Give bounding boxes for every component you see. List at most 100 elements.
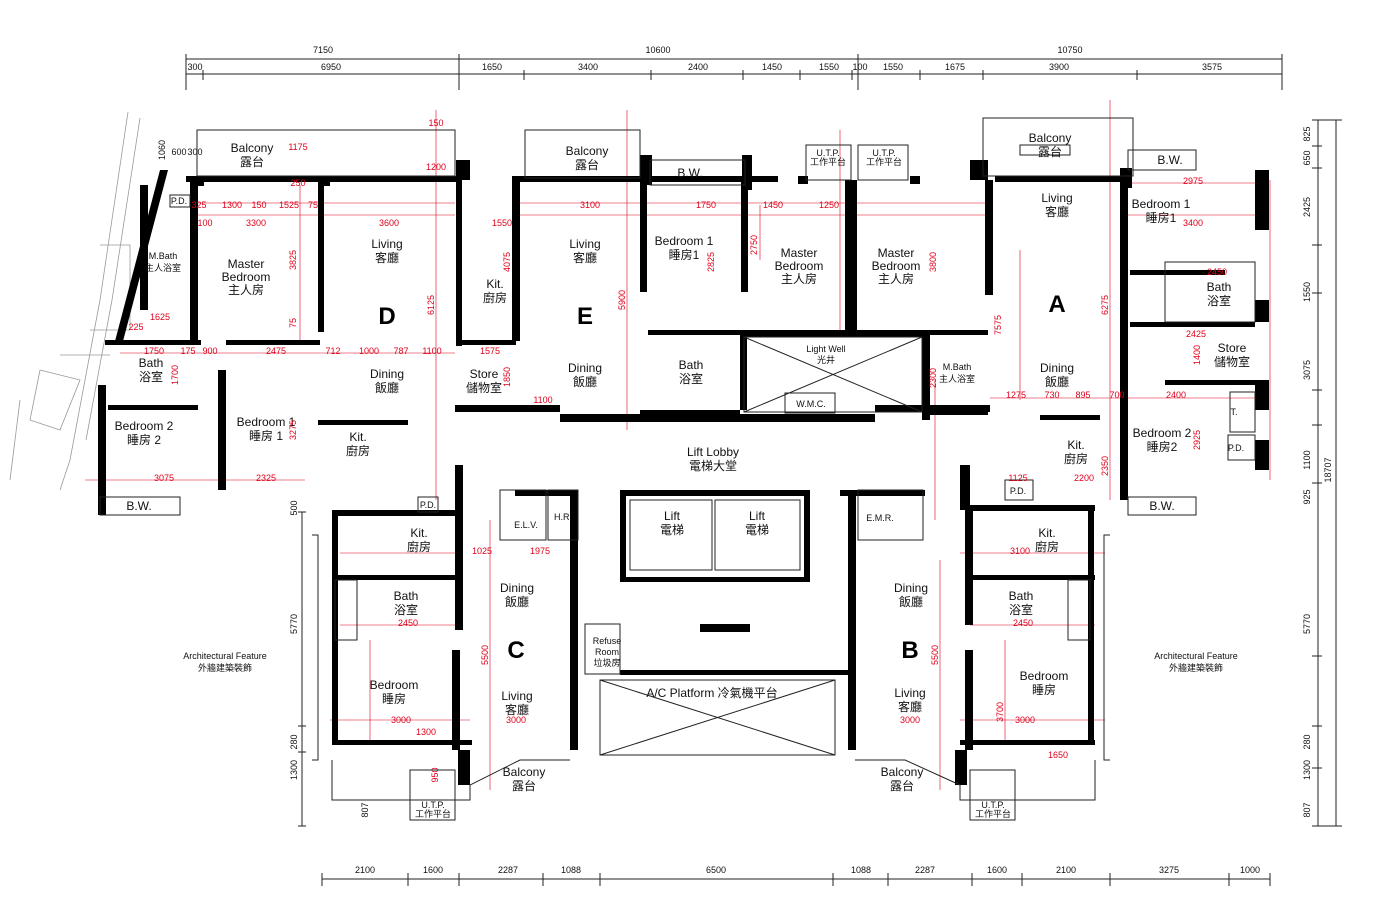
room-refuse: Refuse xyxy=(593,636,622,646)
room-utp-c-zh: 工作平台 xyxy=(415,808,451,819)
dim-right-total: 18707 xyxy=(1323,457,1333,482)
room-bed1-e: Bedroom 1 xyxy=(655,234,714,248)
rdim-4: 1200 xyxy=(426,162,446,172)
top-dimension-chain xyxy=(185,54,1283,90)
room-utp-e-zh: 工作平台 xyxy=(810,156,846,167)
room-store-a-zh: 儲物室 xyxy=(1214,354,1250,369)
label-arch-feature-left-zh: 外牆建築裝飾 xyxy=(198,662,252,673)
room-bath-c-zh: 浴室 xyxy=(394,602,418,617)
room-master-d: Master xyxy=(228,257,265,271)
dim-top-2: 6950 xyxy=(321,62,341,72)
room-mbath-d: M.Bath xyxy=(149,251,178,261)
room-bed1-d: Bedroom 1 xyxy=(237,415,296,429)
dim-top-9: 1550 xyxy=(883,62,903,72)
dim-bottom-1: 2100 xyxy=(355,865,375,875)
dim-right-7: 925 xyxy=(1302,489,1312,504)
rdim-71: 2450 xyxy=(1013,618,1033,628)
rdim-13: 3825 xyxy=(288,250,298,270)
room-mbath-d-zh: 主人浴室 xyxy=(145,262,181,273)
rdim-9: 75 xyxy=(308,200,318,210)
room-bw-d: B.W. xyxy=(126,499,151,513)
rdim-8: 1525 xyxy=(279,200,299,210)
room-living-e: Living xyxy=(569,237,600,251)
dim-right-1: 825 xyxy=(1302,126,1312,141)
room-master-e-2: Bedroom xyxy=(775,259,824,273)
room-mbath-a: M.Bath xyxy=(943,362,972,372)
rdim-31: 1850 xyxy=(502,367,512,387)
dim-right-2: 650 xyxy=(1302,150,1312,165)
dim-top-6: 1450 xyxy=(762,62,782,72)
room-master-e: Master xyxy=(781,246,818,260)
label-arch-feature-right-zh: 外牆建築裝飾 xyxy=(1169,662,1223,673)
dim-left-top-2: 300 xyxy=(187,147,202,157)
rdim-46: 895 xyxy=(1075,390,1090,400)
rdim-17: 225 xyxy=(128,322,143,332)
room-dining-b-zh: 飯廳 xyxy=(899,594,923,609)
dim-top-10: 1675 xyxy=(945,62,965,72)
dim-top-11: 3900 xyxy=(1049,62,1069,72)
dim-bottom-10: 3275 xyxy=(1159,865,1179,875)
room-dining-b: Dining xyxy=(894,581,928,595)
rdim-26: 3275 xyxy=(288,420,298,440)
rdim-22: 712 xyxy=(325,346,340,356)
room-kit-d-zh: 廚房 xyxy=(346,443,370,458)
room-lift-2-zh: 電梯 xyxy=(745,523,769,537)
rdim-62: 1025 xyxy=(472,546,492,556)
rdim-48: 2975 xyxy=(1183,176,1203,186)
room-ac-platform: A/C Platform 冷氣機平台 xyxy=(646,685,777,700)
dim-left-4: 280 xyxy=(289,734,299,749)
rdim-21: 2475 xyxy=(266,346,286,356)
room-kit-d-top-zh: 廚房 xyxy=(483,290,507,305)
rdim-57: 1125 xyxy=(1008,473,1027,483)
room-bw-a-top: B.W. xyxy=(1157,153,1182,167)
room-balcony-a: Balcony xyxy=(1029,131,1072,145)
room-living-a-zh: 客廳 xyxy=(1045,204,1069,219)
rdim-33: 1550 xyxy=(492,218,512,228)
room-living-b-zh: 客廳 xyxy=(898,699,922,714)
dim-left-5: 1300 xyxy=(289,760,299,780)
dim-top-8: 100 xyxy=(852,62,867,72)
rdim-34: 4075 xyxy=(502,252,512,272)
dim-right-6: 1100 xyxy=(1302,450,1312,469)
room-utp-a: U.T.P. xyxy=(872,148,895,158)
rdim-37: 1750 xyxy=(696,200,716,210)
dim-right-11: 807 xyxy=(1302,802,1312,817)
rdim-60: 3100 xyxy=(1010,546,1030,556)
room-balcony-b-zh: 露台 xyxy=(890,778,914,793)
rdim-3: 250 xyxy=(290,178,305,188)
unit-label-b: B xyxy=(901,637,918,664)
room-bed1-a: Bedroom 1 xyxy=(1132,197,1191,211)
room-bw-e: B.W. xyxy=(677,166,702,180)
dim-top-overall-1: 7150 xyxy=(313,45,333,55)
rdim-23: 1000 xyxy=(359,346,379,356)
rdim-19: 175 xyxy=(180,346,195,356)
room-labels: Balcony 露台 Balcony 露台 Balcony 露台 Balcony… xyxy=(115,131,1250,819)
room-utp-b-zh: 工作平台 xyxy=(975,808,1011,819)
room-dining-a-zh: 飯廳 xyxy=(1045,374,1069,389)
rdim-7: 150 xyxy=(251,200,266,210)
rdim-36: 5900 xyxy=(617,290,627,310)
room-balcony-b: Balcony xyxy=(881,765,924,779)
rdim-28: 3075 xyxy=(154,473,174,483)
rdim-74: 3000 xyxy=(900,715,920,725)
room-living-a: Living xyxy=(1041,191,1072,205)
room-bed2-a-zh: 睡房2 xyxy=(1147,439,1178,454)
room-bed1-a-zh: 睡房1 xyxy=(1146,210,1177,225)
room-bed-b: Bedroom xyxy=(1020,669,1069,683)
room-bed2-a: Bedroom 2 xyxy=(1133,426,1192,440)
room-dining-c-zh: 飯廳 xyxy=(505,594,529,609)
room-mbath-a-zh: 主人浴室 xyxy=(939,373,975,384)
room-utp-e: U.T.P. xyxy=(816,148,839,158)
room-refuse-zh: 垃圾房 xyxy=(593,657,620,668)
room-balcony-a-zh: 露台 xyxy=(1038,144,1062,159)
rdim-59: 2350 xyxy=(1100,456,1110,476)
dim-top-4: 3400 xyxy=(578,62,598,72)
rdim-43: 2300 xyxy=(928,368,938,388)
outlines xyxy=(99,117,1256,821)
rdim-14: 6125 xyxy=(426,295,436,315)
room-living-c-zh: 客廳 xyxy=(505,702,529,717)
room-lift-1-zh: 電梯 xyxy=(660,523,684,537)
rdim-6: 1300 xyxy=(222,200,242,210)
room-dining-d: Dining xyxy=(370,367,404,381)
